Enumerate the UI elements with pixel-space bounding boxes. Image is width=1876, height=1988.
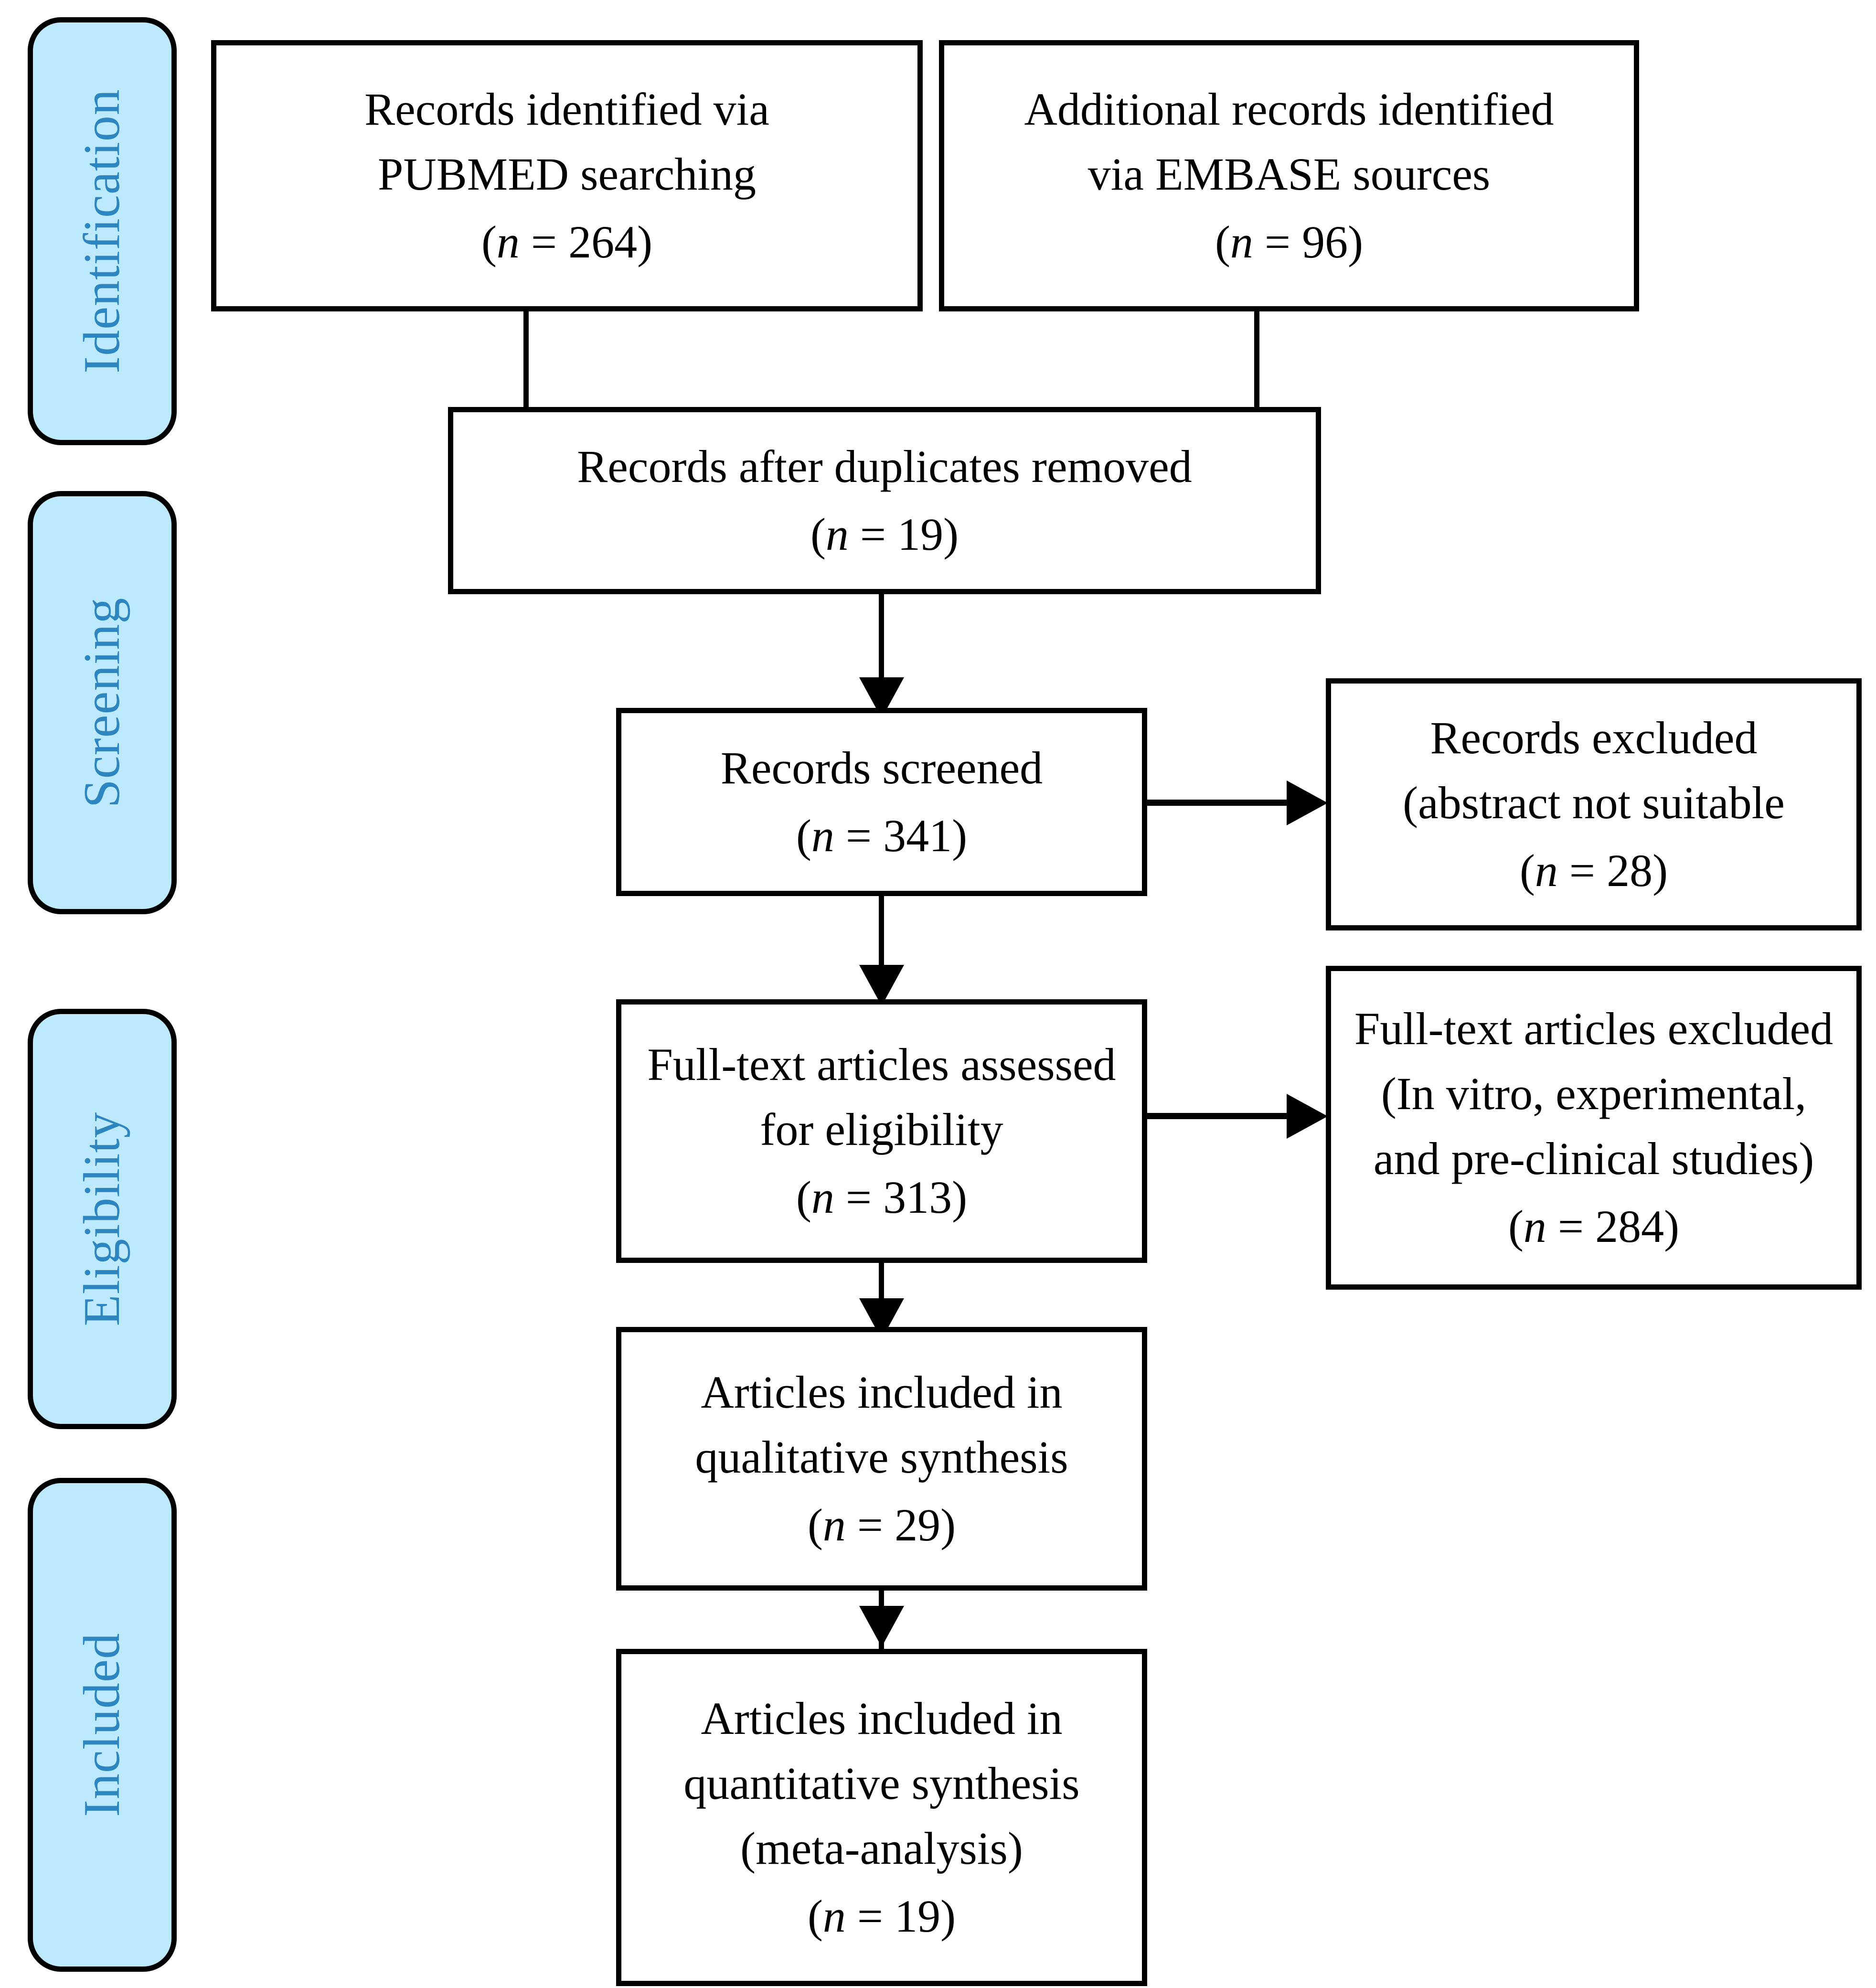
connector-embase-to-duplicates — [1254, 310, 1259, 410]
node-quantitative-synthesis-line-1: Articles included in — [701, 1693, 1063, 1744]
count-value: 313 — [883, 1172, 952, 1223]
connector-screened-to-fulltext-arrowhead — [859, 965, 904, 1006]
node-fulltext-assessed-line-2: for eligibility — [760, 1104, 1003, 1155]
n-symbol: n — [811, 810, 834, 861]
count-value: 19 — [895, 1891, 941, 1942]
node-qualitative-synthesis[interactable]: Articles included in qualitative synthes… — [616, 1327, 1147, 1591]
paren-close: ) — [940, 1499, 956, 1550]
stage-band-screening-label: Screening — [74, 597, 130, 808]
node-records-screened-line-1: Records screened — [720, 742, 1043, 793]
paren-close: ) — [952, 810, 968, 861]
node-records-excluded-count: (n = 28) — [1520, 835, 1668, 903]
stage-band-eligibility-label: Eligibility — [74, 1112, 130, 1326]
n-symbol: n — [496, 216, 520, 267]
node-qualitative-synthesis-line-2: qualitative synthesis — [695, 1432, 1068, 1483]
count-value: 29 — [895, 1499, 941, 1550]
node-records-excluded[interactable]: Records excluded (abstract not suitable … — [1326, 678, 1862, 930]
paren-open: ( — [810, 509, 826, 560]
equals-sign: = — [834, 1172, 884, 1223]
paren-open: ( — [1215, 216, 1230, 267]
n-symbol: n — [1523, 1201, 1546, 1252]
stage-band-included-label: Included — [74, 1633, 130, 1817]
stage-band-identification-label: Identification — [74, 89, 130, 374]
count-value: 264 — [568, 216, 638, 267]
paren-open: ( — [1519, 845, 1535, 896]
equals-sign: = — [845, 1499, 895, 1550]
paren-open: ( — [1508, 1201, 1524, 1252]
node-fulltext-excluded-count: (n = 284) — [1508, 1191, 1679, 1259]
equals-sign: = — [519, 216, 569, 267]
node-duplicates-removed-line-1: Records after duplicates removed — [577, 441, 1192, 492]
node-records-excluded-line-2: (abstract not suitable — [1403, 777, 1785, 828]
node-quantitative-synthesis-line-3: (meta-analysis) — [740, 1823, 1023, 1874]
equals-sign: = — [1253, 216, 1302, 267]
n-symbol: n — [825, 509, 849, 560]
n-symbol: n — [822, 1499, 846, 1550]
paren-open: ( — [796, 1172, 811, 1223]
paren-open: ( — [807, 1891, 823, 1942]
paren-open: ( — [796, 810, 811, 861]
equals-sign: = — [834, 810, 884, 861]
paren-open: ( — [807, 1499, 823, 1550]
node-pubmed-records-line-2: PUBMED searching — [378, 149, 756, 200]
count-value: 28 — [1607, 845, 1653, 896]
stage-band-identification: Identification — [28, 17, 177, 445]
paren-close: ) — [1652, 845, 1668, 896]
n-symbol: n — [1535, 845, 1558, 896]
node-fulltext-assessed-count: (n = 313) — [796, 1162, 967, 1230]
node-pubmed-records[interactable]: Records identified via PUBMED searching … — [211, 40, 923, 311]
node-fulltext-excluded-line-1: Full-text articles excluded — [1354, 1003, 1833, 1054]
paren-close: ) — [952, 1172, 968, 1223]
connector-fulltext-to-excluded-line — [1142, 1113, 1295, 1119]
stage-band-screening: Screening — [28, 491, 177, 914]
equals-sign: = — [1546, 1201, 1596, 1252]
connector-screened-to-fulltext-line — [879, 894, 884, 980]
paren-close: ) — [943, 509, 959, 560]
equals-sign: = — [845, 1891, 895, 1942]
paren-close: ) — [1664, 1201, 1680, 1252]
node-duplicates-removed[interactable]: Records after duplicates removed (n = 19… — [448, 407, 1321, 594]
node-records-screened-count: (n = 341) — [796, 801, 967, 868]
n-symbol: n — [822, 1891, 846, 1942]
node-fulltext-assessed-line-1: Full-text articles assessed — [647, 1039, 1116, 1090]
paren-close: ) — [637, 216, 653, 267]
node-fulltext-excluded-line-2: (In vitro, experimental, — [1381, 1068, 1807, 1119]
connector-screened-to-excluded-line — [1142, 800, 1295, 806]
n-symbol: n — [1230, 216, 1253, 267]
node-fulltext-excluded-line-3: and pre-clinical studies) — [1373, 1133, 1814, 1184]
count-value: 284 — [1595, 1201, 1664, 1252]
equals-sign: = — [1557, 845, 1607, 896]
stage-band-included: Included — [28, 1478, 177, 1972]
connector-duplicates-to-screened-line — [879, 592, 884, 686]
paren-close: ) — [940, 1891, 956, 1942]
paren-close: ) — [1348, 216, 1364, 267]
node-quantitative-synthesis-count: (n = 19) — [808, 1881, 956, 1949]
node-embase-records[interactable]: Additional records identified via EMBASE… — [939, 40, 1639, 311]
connector-qualitative-to-quantitative-arrowhead — [859, 1606, 904, 1647]
equals-sign: = — [848, 509, 898, 560]
node-pubmed-records-line-1: Records identified via — [364, 84, 769, 135]
connector-screened-to-excluded-arrowhead — [1287, 780, 1328, 825]
node-records-screened[interactable]: Records screened (n = 341) — [616, 708, 1147, 896]
node-embase-records-line-1: Additional records identified — [1024, 84, 1554, 135]
node-records-excluded-line-1: Records excluded — [1430, 712, 1758, 763]
paren-open: ( — [481, 216, 497, 267]
node-duplicates-removed-count: (n = 19) — [810, 499, 959, 567]
connector-fulltext-to-excluded-arrowhead — [1287, 1094, 1328, 1139]
count-value: 96 — [1302, 216, 1348, 267]
node-fulltext-assessed[interactable]: Full-text articles assessed for eligibil… — [616, 999, 1147, 1263]
connector-pubmed-to-duplicates — [523, 310, 529, 410]
node-quantitative-synthesis-line-2: quantitative synthesis — [683, 1758, 1080, 1809]
n-symbol: n — [811, 1172, 834, 1223]
node-embase-records-count: (n = 96) — [1215, 207, 1363, 275]
node-qualitative-synthesis-count: (n = 29) — [808, 1490, 956, 1558]
count-value: 19 — [897, 509, 944, 560]
stage-band-eligibility: Eligibility — [28, 1009, 177, 1429]
node-quantitative-synthesis[interactable]: Articles included in quantitative synthe… — [616, 1649, 1147, 1986]
count-value: 341 — [883, 810, 952, 861]
node-fulltext-excluded[interactable]: Full-text articles excluded (In vitro, e… — [1326, 966, 1862, 1290]
node-qualitative-synthesis-line-1: Articles included in — [701, 1367, 1063, 1418]
node-embase-records-line-2: via EMBASE sources — [1087, 149, 1491, 200]
node-pubmed-records-count: (n = 264) — [481, 207, 652, 275]
